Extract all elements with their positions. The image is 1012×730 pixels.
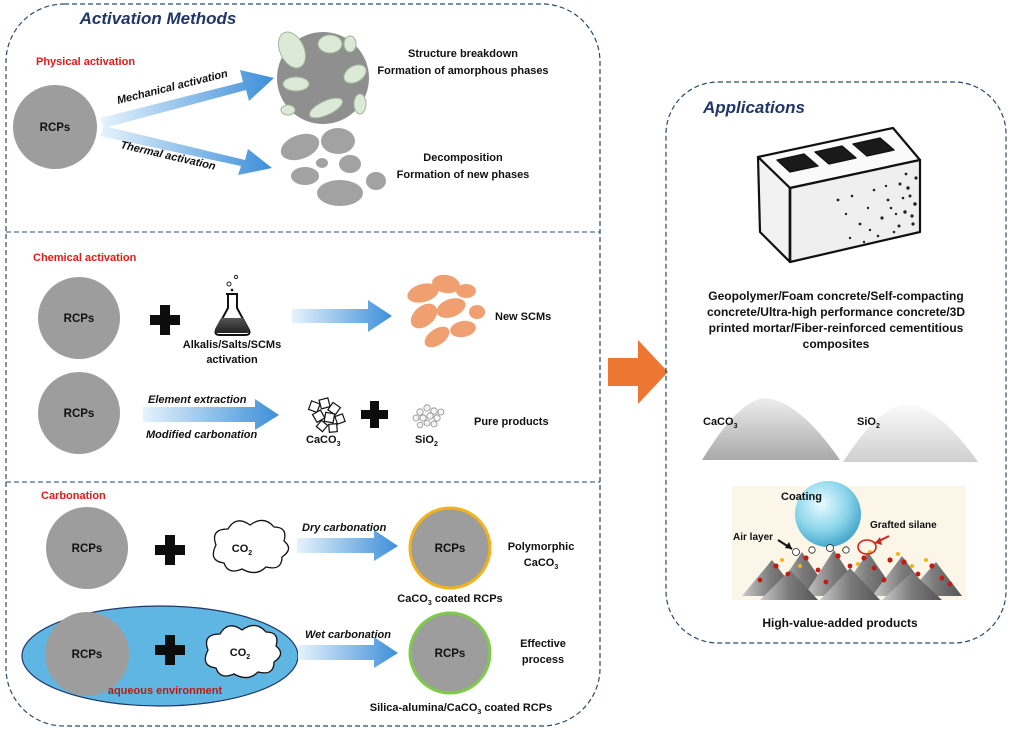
modified-carbonation-label: Modified carbonation xyxy=(146,429,258,441)
sio2-particles-icon xyxy=(412,404,445,429)
applications-panel: Applications Geopolymer/Foam concre xyxy=(665,81,1007,644)
grafted-silane-label: Grafted silane xyxy=(870,520,937,531)
applications-panel-border xyxy=(665,81,1007,644)
chemical-activation-heading: Chemical activation xyxy=(33,252,137,264)
activation-methods-title: Activation Methods xyxy=(79,9,237,28)
process-label: process xyxy=(522,654,564,666)
silica-coated-rcp xyxy=(408,611,492,695)
mechanical-activation-arrow xyxy=(100,70,274,128)
polymorphic-caco3-label: CaCO3 xyxy=(524,557,559,571)
thermal-result-line2: Formation of new phases xyxy=(397,169,530,181)
silica-coated-caption: Silica-alumina/CaCO3 coated RCPs xyxy=(370,702,552,716)
thermal-result-line1: Decomposition xyxy=(423,152,503,164)
applications-text-line3: printed mortar/Fiber-reinforced cementit… xyxy=(709,321,964,335)
rcp-label: RCPs xyxy=(72,543,103,555)
caco3-label: CaCO3 xyxy=(306,434,341,448)
amorphous-particle-icon xyxy=(277,31,369,124)
decomposed-fragments-icon xyxy=(280,128,386,206)
rcp-particle xyxy=(13,85,97,169)
caco3-powder-label: CaCO3 xyxy=(703,416,738,430)
wet-carbonation-arrow xyxy=(298,637,398,668)
mechanical-result-line2: Formation of amorphous phases xyxy=(377,65,548,77)
pure-products-label: Pure products xyxy=(474,416,549,428)
caco3-coated-rcp xyxy=(408,506,492,590)
rcp-particle xyxy=(45,612,129,696)
plus-icon xyxy=(155,635,185,665)
superhydrophobic-coating-illustration: Coating Grafted silane Air layer xyxy=(732,481,966,600)
mechanical-result-line1: Structure breakdown xyxy=(408,48,518,60)
plus-icon xyxy=(150,305,180,335)
applications-title: Applications xyxy=(702,98,805,117)
wet-carbonation-label: Wet carbonation xyxy=(305,629,391,641)
rcp-label: RCPs xyxy=(64,408,95,420)
to-applications-arrow xyxy=(608,340,668,404)
dry-carbonation-label: Dry carbonation xyxy=(302,522,387,534)
rcp-particle xyxy=(38,277,120,359)
new-scms-label: New SCMs xyxy=(495,311,551,323)
caco3-powder-pile xyxy=(702,398,840,460)
caco3-coated-caption: CaCO3 coated RCPs xyxy=(397,593,502,607)
activation-panel-border xyxy=(5,3,601,727)
polymorphic-label: Polymorphic xyxy=(508,541,575,553)
rcp-label: RCPs xyxy=(64,313,95,325)
carbonation-heading: Carbonation xyxy=(41,490,106,502)
coated-rcp-label: RCPs xyxy=(435,648,466,660)
chemical-activation-section: Chemical activation RCPs Alkalis/Salts/S… xyxy=(33,252,551,454)
thermal-activation-arrow xyxy=(100,126,272,175)
concrete-block-icon xyxy=(756,126,922,264)
rcp-particle xyxy=(46,507,128,589)
coated-rcp-label: RCPs xyxy=(435,543,466,555)
sio2-powder-pile xyxy=(843,404,978,462)
new-scms-icon xyxy=(407,274,485,348)
reagent-label-line1: Alkalis/Salts/SCMs xyxy=(183,339,281,351)
rcp-label: RCPs xyxy=(40,122,71,134)
flask-icon xyxy=(214,274,251,336)
sio2-label: SiO2 xyxy=(415,434,438,448)
effective-label: Effective xyxy=(520,638,566,650)
sio2-powder-label: SiO2 xyxy=(857,416,880,430)
plus-icon xyxy=(361,401,388,428)
co2-cloud-icon xyxy=(212,519,290,574)
chemical-extraction-arrow xyxy=(143,399,279,430)
physical-activation-heading: Physical activation xyxy=(36,56,135,68)
chemical-activation-arrow xyxy=(292,300,392,332)
rcp-particle xyxy=(38,372,120,454)
applications-text-line1: Geopolymer/Foam concrete/Self-compacting xyxy=(708,289,963,303)
co2-label: CO2 xyxy=(230,647,251,661)
physical-activation-section: Physical activation RCPs Mechanical acti… xyxy=(13,31,549,206)
element-extraction-label: Element extraction xyxy=(148,394,247,406)
reagent-label-line2: activation xyxy=(206,354,258,366)
applications-text-line2: concrete/Ultra-high performance concrete… xyxy=(707,305,965,319)
caco3-crystals-icon xyxy=(307,397,346,433)
applications-text-line4: composites xyxy=(803,337,870,351)
air-layer-label: Air layer xyxy=(733,532,773,543)
aqueous-environment-label: aqueous environment xyxy=(108,685,223,697)
co2-label: CO2 xyxy=(232,543,253,557)
dry-carbonation-arrow xyxy=(297,530,398,561)
activation-methods-panel: Activation Methods Physical activation R… xyxy=(5,3,601,727)
rcp-label: RCPs xyxy=(72,649,103,661)
coating-label: Coating xyxy=(781,491,822,503)
high-value-products-label: High-value-added products xyxy=(762,616,918,630)
plus-icon xyxy=(155,535,185,565)
carbonation-section: Carbonation RCPs CO2 Dry carbonation RCP… xyxy=(21,490,575,716)
co2-cloud-icon xyxy=(204,624,282,679)
